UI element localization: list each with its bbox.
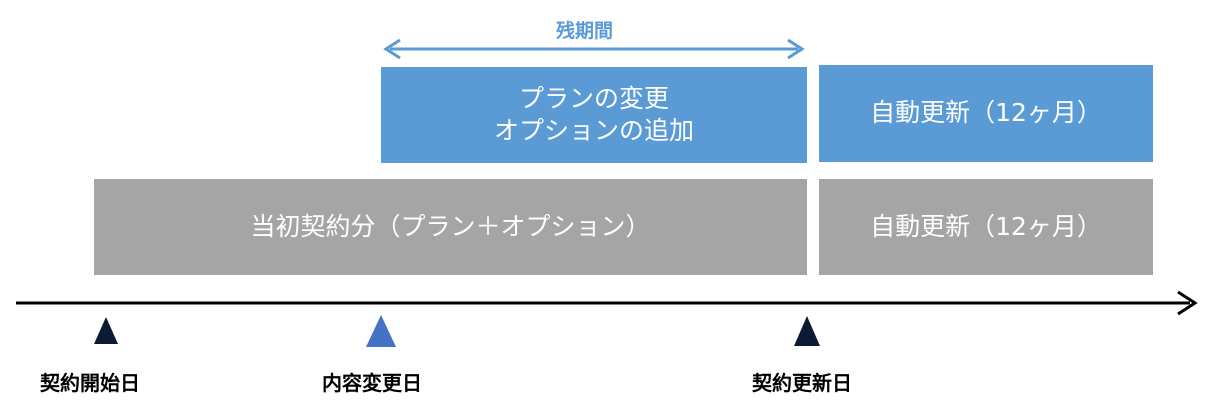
contract-renewal-marker-icon: [794, 316, 820, 346]
timeline-axis: [16, 290, 1198, 316]
contract-renewal-label: 契約更新日: [752, 371, 852, 395]
contract-start-marker-icon: [94, 317, 118, 344]
remaining-period-arrow: [383, 38, 805, 60]
auto-renewal-box-option: 自動更新（12ヶ月）: [819, 65, 1153, 162]
auto-renewal-box-initial: 自動更新（12ヶ月）: [819, 179, 1153, 275]
plan-change-box: プランの変更 オプションの追加: [381, 67, 807, 163]
content-change-marker-icon: [366, 315, 396, 347]
contract-start-label: 契約開始日: [40, 371, 140, 395]
content-change-label: 内容変更日: [322, 371, 422, 395]
initial-contract-box: 当初契約分（プラン＋オプション）: [94, 179, 807, 275]
remaining-period-label: 残期間: [556, 20, 614, 42]
